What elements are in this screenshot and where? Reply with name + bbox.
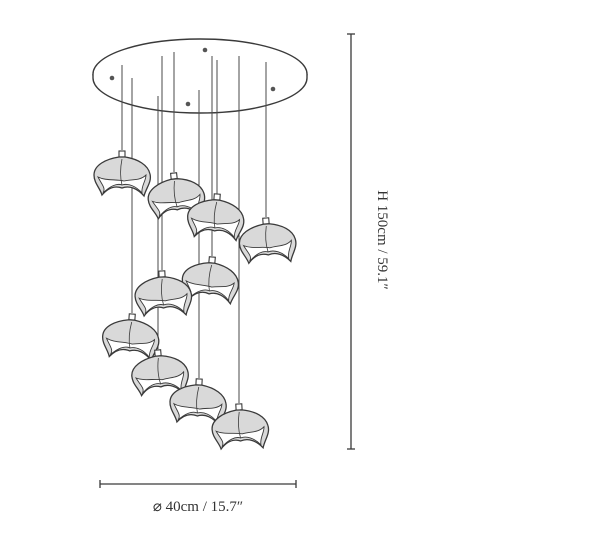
canopy-hole [109, 75, 115, 81]
diameter-dimension: ⌀ 40cm / 15.7″ [99, 480, 297, 515]
ceiling-canopy [92, 38, 308, 114]
pendant-shade [100, 311, 162, 362]
pendant-shades [93, 150, 298, 452]
pendant-shade [93, 150, 152, 197]
height-label: H 150cm / 59.1″ [374, 190, 390, 290]
canopy-rim [92, 74, 308, 114]
height-dimension: H 150cm / 59.1″ [347, 33, 390, 450]
canopy-hole [185, 101, 191, 107]
diameter-label: ⌀ 40cm / 15.7″ [153, 499, 243, 515]
pendant-shade [237, 215, 298, 266]
canopy-hole [202, 47, 208, 53]
canopy-hole [270, 86, 276, 92]
